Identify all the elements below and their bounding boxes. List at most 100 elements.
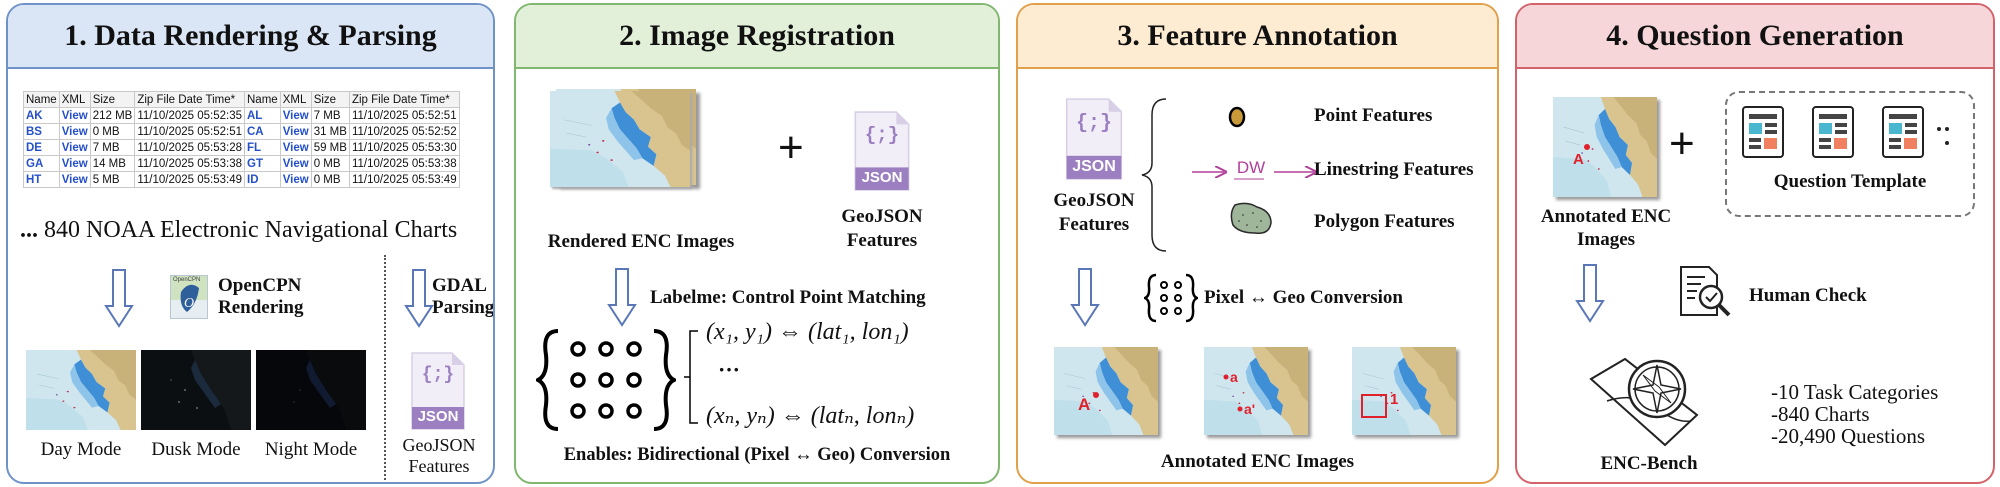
view-link[interactable]: View — [58, 155, 91, 172]
panel-title: 2. Image Registration — [516, 5, 998, 69]
view-link[interactable]: View — [58, 171, 91, 188]
stats-list: -10 Task Categories -840 Charts -20,490 … — [1771, 381, 1938, 447]
table-cell: 11/10/2025 05:53:49 — [134, 171, 245, 188]
labelme-label: Labelme: Control Point Matching — [650, 287, 926, 308]
table-cell: 31 MB — [310, 123, 350, 140]
night-mode-label: Night Mode — [264, 439, 358, 460]
day-mode-label: Day Mode — [40, 439, 122, 460]
table-cell-code: GA — [23, 155, 60, 172]
table-cell: 11/10/2025 05:53:49 — [348, 171, 460, 188]
table-cell: 0 MB — [89, 123, 136, 140]
marker-a: A — [1573, 151, 1584, 168]
svg-text:O: O — [184, 296, 194, 311]
charts-caption: ... 840 NOAA Electronic Navigational Cha… — [20, 217, 457, 244]
panel-title: 1. Data Rendering & Parsing — [8, 5, 493, 69]
table-cell: 11/10/2025 05:52:52 — [348, 123, 460, 140]
geojson-features-label: GeoJSON Features — [402, 435, 476, 476]
stat-charts: -840 Charts — [1771, 402, 1870, 426]
opencpn-logo-icon: O OpenCPN — [170, 275, 208, 319]
rendered-enc-label: Rendered ENC Images — [547, 231, 735, 252]
view-link[interactable]: View — [58, 107, 91, 124]
panel-question-generation: 4. Question Generation A Annotated ENC I… — [1515, 3, 1995, 484]
table-header-cell: Size — [310, 91, 350, 108]
point-feature-icon — [1228, 106, 1246, 128]
annotated-enc-label: Annotated ENC Images — [1160, 451, 1355, 472]
view-link[interactable]: View — [279, 139, 312, 156]
opencpn-logo-text: OpenCPN — [173, 277, 201, 283]
feature-bracket — [1141, 98, 1167, 252]
down-arrow-icon — [104, 269, 134, 328]
view-link[interactable]: View — [279, 107, 312, 124]
enc-bench-icon — [1589, 357, 1699, 447]
enc-bench-label: ENC-Bench — [1600, 453, 1698, 474]
view-link[interactable]: View — [58, 123, 91, 140]
panel-title: 4. Question Generation — [1517, 5, 1993, 69]
view-link[interactable]: View — [279, 155, 312, 172]
table-cell-code: DE — [23, 139, 60, 156]
table-cell-code: HT — [23, 171, 60, 188]
table-cell: 11/10/2025 05:53:38 — [348, 155, 460, 172]
marker-a-small: a — [1230, 369, 1238, 385]
rendered-enc-image-front — [550, 91, 690, 187]
table-cell: 0 MB — [310, 155, 350, 172]
annotated-image-linestring: a a' — [1204, 347, 1308, 435]
table-header-cell: XML — [58, 91, 91, 108]
table-cell: 7 MB — [310, 107, 350, 124]
geojson-file-icon: {;} JSON — [408, 351, 468, 431]
table-cell-code: ID — [244, 171, 281, 188]
table-cell: 59 MB — [310, 139, 350, 156]
pixel-geo-conversion-label: Pixel ↔ Geo Conversion — [1204, 287, 1403, 308]
equation-first: (x₁, y₁) ⇔ (lat₁, lon₁) — [706, 319, 909, 345]
view-link[interactable]: View — [58, 139, 91, 156]
json-label: JSON — [861, 169, 903, 186]
opencpn-rendering-label: OpenCPN Rendering — [218, 275, 304, 318]
annotated-enc-label: Annotated ENC Images — [1540, 206, 1672, 250]
panel-image-registration: 2. Image Registration Rendered ENC Image… — [514, 3, 1000, 484]
annotated-image-polygon: 1 — [1352, 347, 1456, 435]
marker-1: 1 — [1390, 391, 1399, 408]
charts-caption-text: 840 NOAA Electronic Navigational Charts — [44, 217, 458, 243]
json-glyph: {;} — [1075, 112, 1112, 135]
down-arrow-icon — [607, 268, 637, 327]
table-cell: 14 MB — [89, 155, 136, 172]
table-cell: 11/10/2025 05:52:35 — [134, 107, 245, 124]
point-features-label: Point Features — [1314, 105, 1433, 126]
equation-last: (xₙ, yₙ) ⇔ (latₙ, lonₙ) — [706, 403, 915, 429]
polygon-feature-icon — [1230, 202, 1272, 235]
table-cell: 11/10/2025 05:52:51 — [134, 123, 245, 140]
view-link[interactable]: View — [279, 171, 312, 188]
stat-questions: -20,490 Questions — [1771, 424, 1925, 448]
control-point-matrix-icon — [536, 329, 676, 431]
table-header-cell: Name — [23, 91, 60, 108]
ellipsis: ... — [20, 217, 38, 243]
json-label: JSON — [1072, 158, 1116, 175]
geojson-features-label: GeoJSON Features — [841, 206, 923, 251]
table-header-cell: Zip File Date Time* — [134, 91, 245, 108]
gdal-parsing-label: GDAL Parsing — [432, 275, 495, 318]
enables-label: Enables: Bidirectional (Pixel ↔ Geo) Con… — [563, 445, 951, 465]
table-cell-code: FL — [244, 139, 281, 156]
table-cell: 11/10/2025 05:52:51 — [348, 107, 460, 124]
json-glyph: {;} — [864, 124, 900, 146]
stat-task-categories: -10 Task Categories — [1771, 380, 1939, 404]
table-header-cell: Name — [244, 91, 281, 108]
table-header-cell: Zip File Date Time* — [348, 91, 460, 108]
down-arrow-icon — [1070, 268, 1100, 327]
dw-label: DW — [1236, 158, 1266, 177]
section-divider — [384, 255, 386, 480]
table-cell: 212 MB — [89, 107, 136, 124]
view-link[interactable]: View — [279, 123, 312, 140]
night-mode-map — [256, 350, 366, 430]
table-cell-code: AL — [244, 107, 281, 124]
table-cell-code: BS — [23, 123, 60, 140]
equation-bracket — [684, 330, 698, 424]
table-header-cell: Size — [89, 91, 136, 108]
table-cell-code: CA — [244, 123, 281, 140]
